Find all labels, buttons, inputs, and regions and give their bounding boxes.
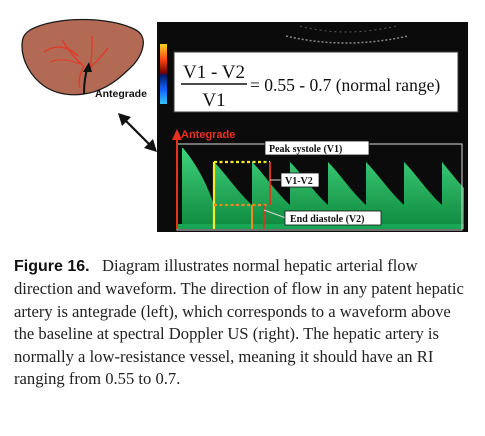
end-diastole-connector bbox=[263, 209, 287, 219]
liver-flow-arrow-head bbox=[83, 62, 92, 72]
double-arrow-head-bottom bbox=[144, 139, 157, 152]
formula-result: = 0.55 - 0.7 (normal range) bbox=[250, 75, 440, 95]
caption-text: Diagram illustrates normal hepatic arter… bbox=[14, 256, 464, 389]
figure-caption: Figure 16. Diagram illustrates normal he… bbox=[14, 255, 474, 390]
liver-label: Antegrade bbox=[95, 88, 147, 100]
figure-illustration: V1 - V2 V1 = 0.55 - 0.7 (normal range) A… bbox=[21, 18, 468, 232]
axis-label: Antegrade bbox=[181, 129, 235, 141]
caption-label: Figure 16. bbox=[14, 258, 90, 275]
sector-arc-inner bbox=[299, 25, 397, 33]
peak-systole-label: Peak systole (V1) bbox=[269, 144, 342, 155]
double-arrow-head-top bbox=[118, 113, 131, 126]
axis-arrow-head bbox=[172, 129, 182, 140]
liver-icon bbox=[21, 18, 144, 96]
color-scale-bar bbox=[160, 44, 167, 104]
sector-arc bbox=[285, 35, 409, 44]
waveform-baseline bbox=[178, 224, 464, 229]
formula-denominator: V1 bbox=[202, 90, 225, 111]
peak-systole-label-box bbox=[264, 140, 370, 156]
end-diastole-label: End diastole (V2) bbox=[290, 214, 364, 225]
end-diastole-label-box bbox=[284, 210, 382, 226]
diff-label: V1-V2 bbox=[285, 176, 313, 187]
formula-box bbox=[173, 51, 459, 113]
formula-numerator: V1 - V2 bbox=[183, 62, 245, 83]
double-arrow-shaft bbox=[122, 117, 153, 148]
diff-label-box bbox=[280, 172, 320, 188]
